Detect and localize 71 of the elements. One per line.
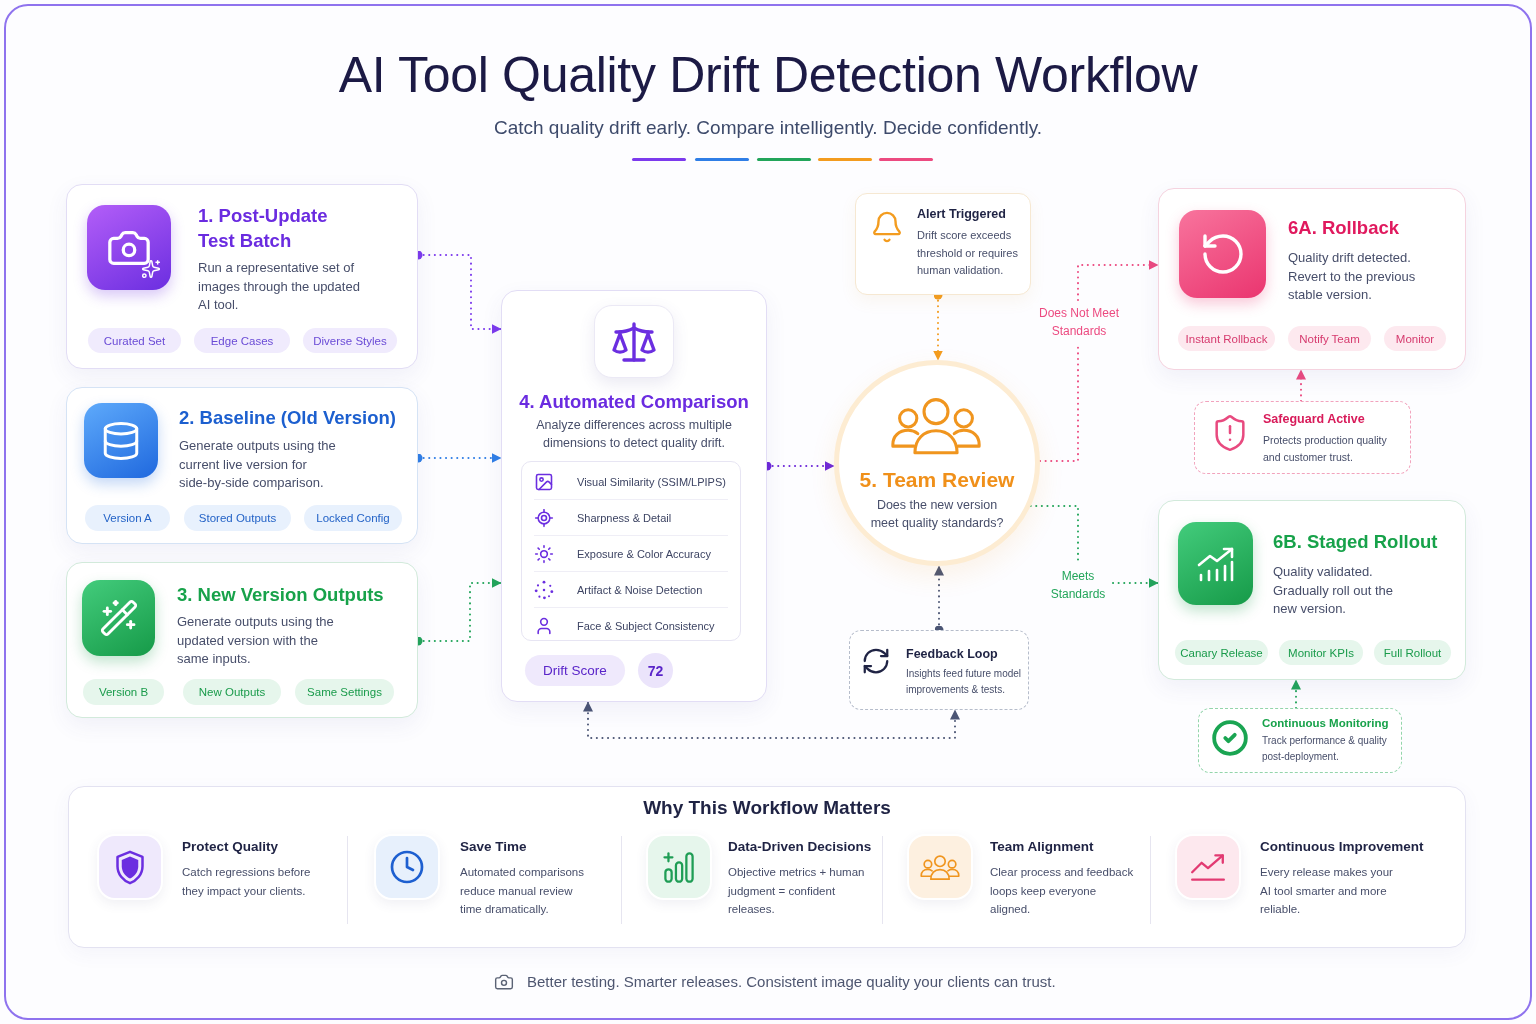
- double-arrow: [583, 701, 960, 739]
- card-title: 5. Team Review: [859, 467, 1015, 493]
- card-title: Alert Triggered: [917, 206, 1006, 223]
- card-description: Does the new version meet quality standards?: [869, 497, 1005, 532]
- tag-chip: Diverse Styles: [303, 328, 397, 353]
- tag-chip: Edge Cases: [194, 328, 290, 353]
- tag-chip: Version A: [85, 505, 170, 531]
- metric-label: Exposure & Color Accuracy: [577, 547, 711, 560]
- card-title: 3. New Version Outputs: [177, 583, 385, 607]
- process-card: [66, 387, 418, 544]
- tag-chip: Stored Outputs: [184, 505, 291, 531]
- tag-chip: Full Rollout: [1374, 640, 1451, 665]
- tag-chip: Monitor KPIs: [1279, 640, 1363, 665]
- safeguard-card: [1194, 401, 1411, 474]
- monitoring-card: [1198, 708, 1402, 773]
- page-subtitle: Catch quality drift early. Compare intelligently. Decide confidently.: [493, 116, 1043, 140]
- card-description: Quality drift detected. Revert to the previous stable version.: [1288, 249, 1417, 304]
- metric-label: Sharpness & Detail: [577, 511, 672, 524]
- benefit-description: Every release makes your AI tool smarter and more reliable.: [1260, 865, 1394, 917]
- feedback-card: [849, 630, 1029, 710]
- metrics-list-panel: [521, 461, 741, 641]
- benefits-panel: [68, 786, 1466, 948]
- card-description: Analyze differences across multiple dimensions to detect quality drift.: [535, 417, 733, 452]
- card-title: 4. Automated Comparison: [519, 390, 749, 414]
- metric-label: Artifact & Noise Detection: [577, 583, 703, 596]
- tag-chip: Curated Set: [88, 328, 181, 353]
- card-description: Generate outputs using the updated version with the same inputs.: [177, 613, 335, 668]
- tag-chip: Locked Config: [304, 505, 402, 531]
- tag-chip: Version B: [83, 679, 164, 705]
- card-description: Insights feed future model improvements & tests.: [906, 667, 1023, 697]
- benefit-description: Objective metrics + human judgment = confident releases.: [728, 865, 866, 917]
- score-circle: 72: [638, 653, 673, 688]
- tag-chip: Same Settings: [295, 679, 394, 705]
- benefit-title: Protect Quality: [182, 838, 279, 856]
- card-description: Quality validated. Gradually roll out the new version.: [1273, 563, 1394, 618]
- card-title: Safeguard Active: [1263, 411, 1365, 428]
- benefit-description: Clear process and feedback loops keep everyone aligned.: [990, 865, 1135, 917]
- process-card: [66, 562, 418, 718]
- footer-caption: Better testing. Smarter releases. Consistent image quality your clients can trust.: [527, 972, 1056, 992]
- process-card: [66, 184, 418, 369]
- benefit-description: Catch regressions before they impact your clients.: [182, 865, 312, 899]
- benefit-description: Automated comparisons reduce manual review time dramatically.: [460, 865, 585, 917]
- card-description: Track performance & quality post-deployment.: [1262, 734, 1388, 764]
- process-card: [1158, 188, 1466, 370]
- tag-chip: Notify Team: [1288, 326, 1371, 351]
- card-title: 6A. Rollback: [1288, 216, 1401, 240]
- benefit-title: Team Alignment: [990, 838, 1094, 856]
- score-label-chip: Drift Score: [525, 655, 625, 686]
- metric-label: Face & Subject Consistency: [577, 619, 715, 632]
- card-description: Run a representative set of images through the updated AI tool.: [198, 259, 361, 314]
- benefit-title: Save Time: [460, 838, 527, 856]
- tag-chip: Monitor: [1384, 326, 1446, 351]
- card-description: Generate outputs using the current live version for side-by-side comparison.: [179, 437, 337, 492]
- alert-card: [855, 193, 1031, 295]
- page-title: AI Tool Quality Drift Detection Workflow: [338, 46, 1198, 105]
- card-title: 6B. Staged Rollout: [1273, 530, 1439, 554]
- card-title: Feedback Loop: [906, 646, 998, 663]
- tag-chip: Instant Rollback: [1178, 326, 1275, 351]
- tag-chip: New Outputs: [183, 679, 281, 705]
- card-description: Protects production quality and customer trust.: [1263, 433, 1388, 465]
- card-description: Drift score exceeds threshold or requires human validation.: [917, 228, 1019, 278]
- card-title: 1. Post-Update Test Batch: [198, 204, 329, 253]
- card-title: Continuous Monitoring: [1262, 716, 1389, 731]
- card-title: 2. Baseline (Old Version): [179, 406, 397, 430]
- process-card: [501, 290, 767, 702]
- tag-chip: Canary Release: [1175, 640, 1268, 665]
- benefit-title: Continuous Improvement: [1260, 838, 1424, 856]
- panel-heading: Why This Workflow Matters: [643, 796, 891, 820]
- benefit-title: Data-Driven Decisions: [728, 838, 872, 856]
- process-card: [1158, 500, 1466, 680]
- metric-label: Visual Similarity (SSIM/LPIPS): [577, 475, 726, 488]
